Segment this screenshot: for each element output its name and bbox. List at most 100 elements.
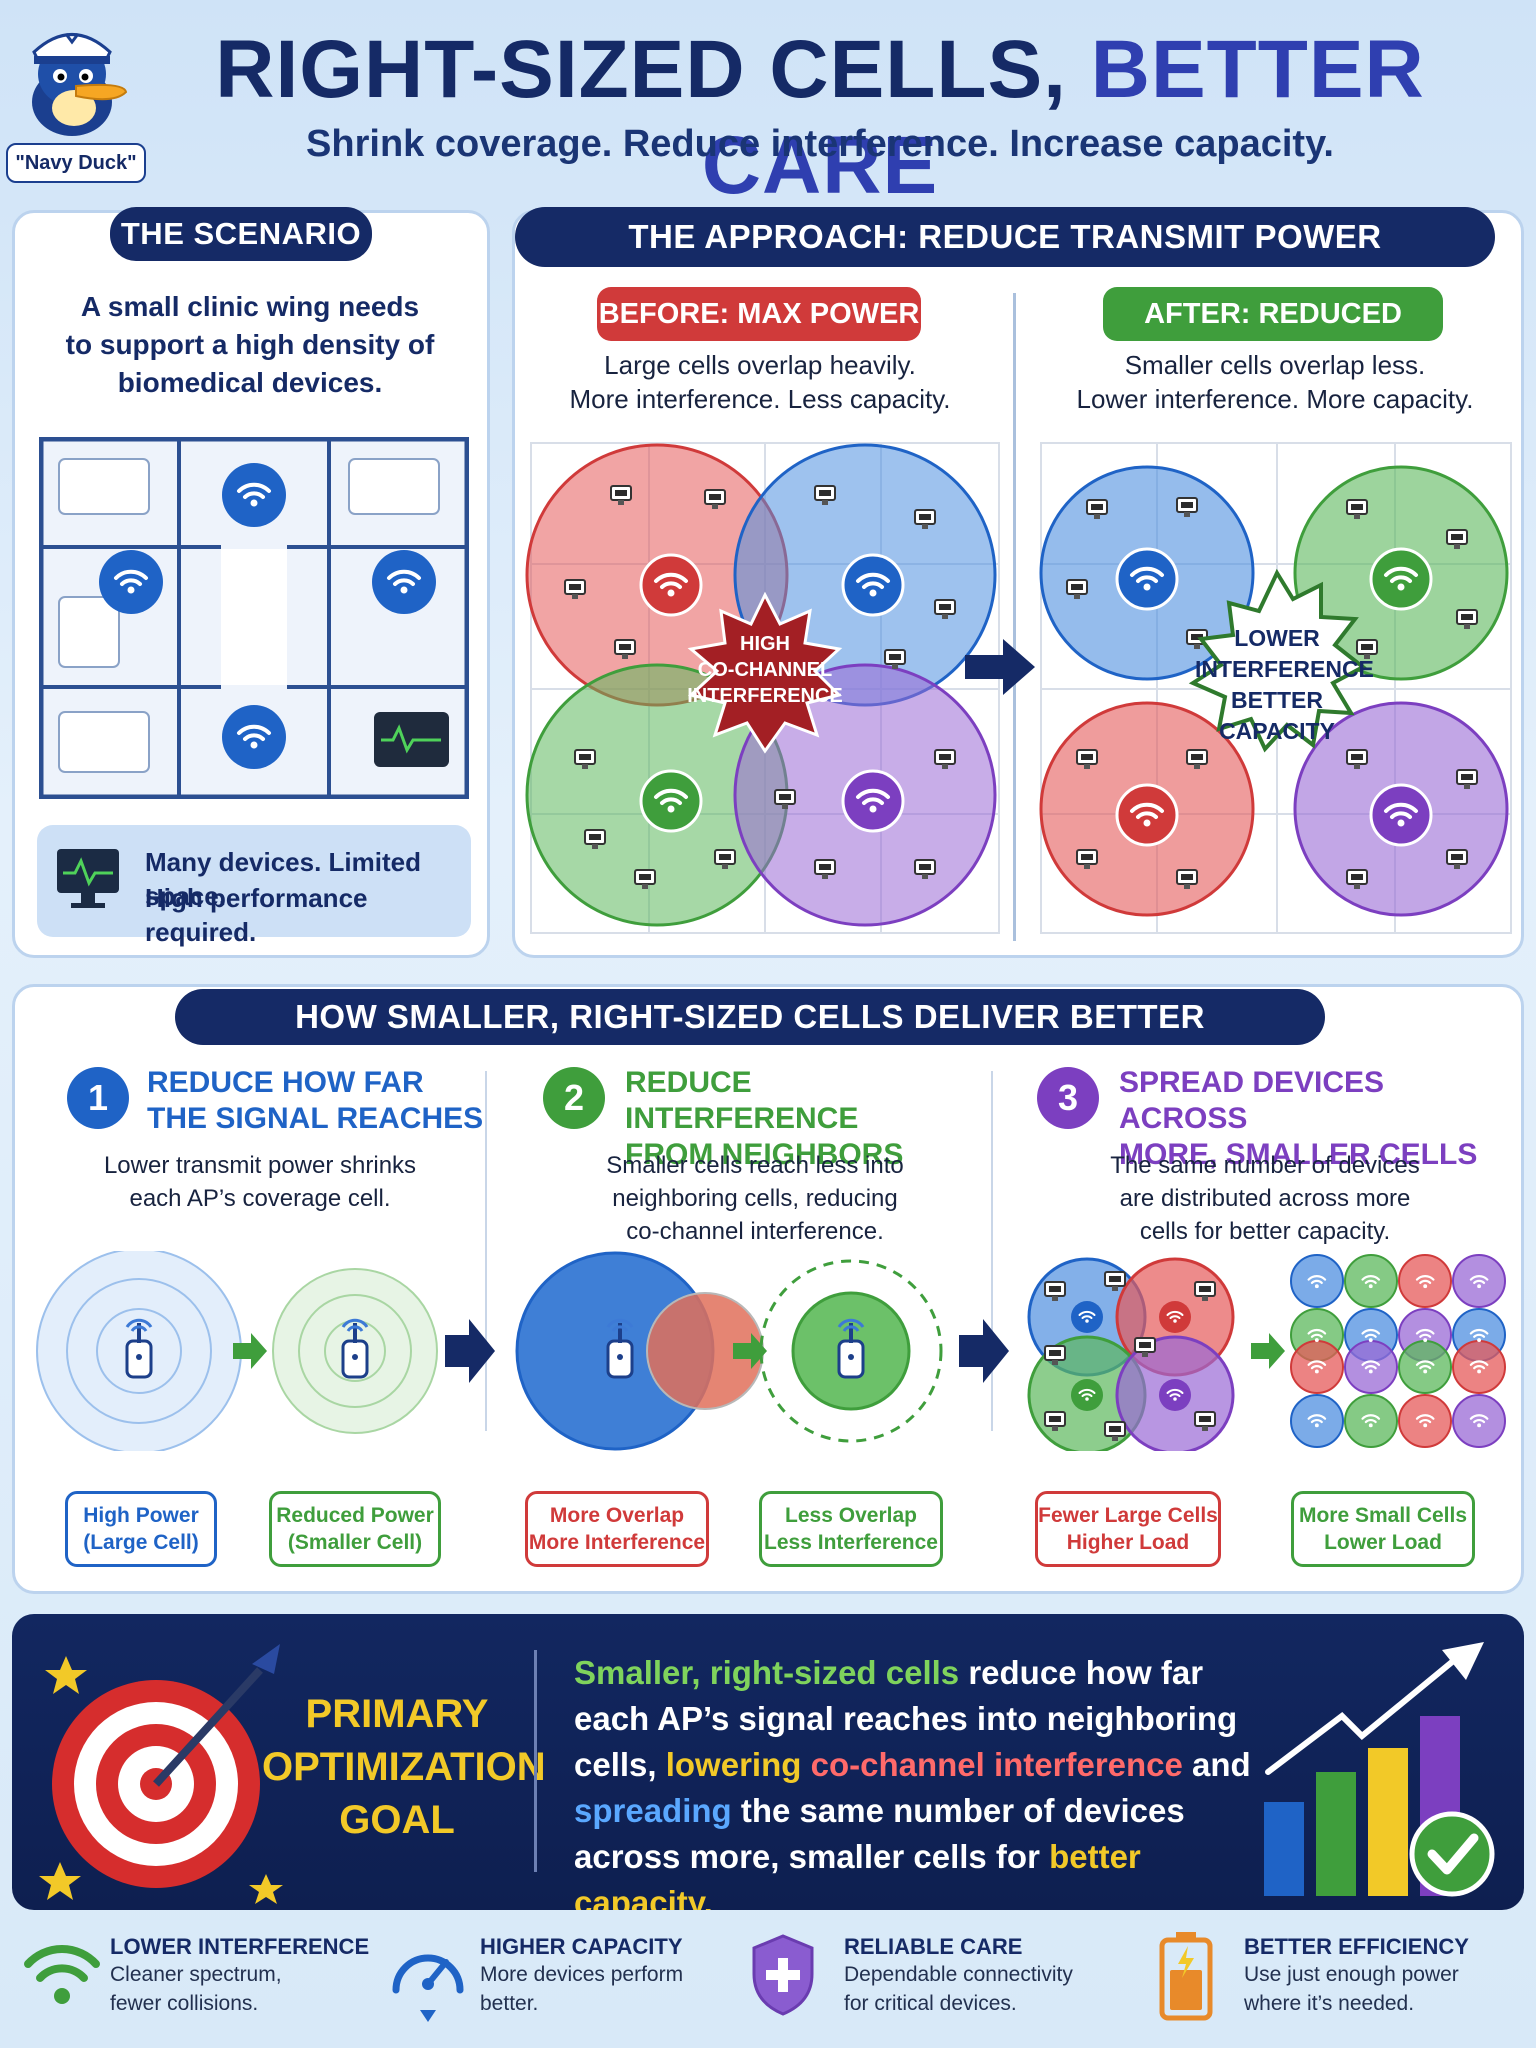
benefit-title: HIGHER CAPACITY [480, 1934, 683, 1959]
before-line2: More interference. Less capacity. [569, 384, 951, 414]
more-overlap-cells [515, 1251, 764, 1451]
scenario-note-line2: High performance required. [145, 883, 368, 947]
benefits-row: LOWER INTERFERENCE Cleaner spectrum, few… [0, 1920, 1536, 2048]
wifi-icon [222, 463, 286, 527]
step-divider [991, 1071, 993, 1431]
tag-high-power: High Power (Large Cell) [65, 1491, 217, 1567]
more-small-cells [1290, 1254, 1506, 1448]
tag-line: Fewer Large Cells [1038, 1504, 1218, 1527]
tag-fewer-large-cells: Fewer Large Cells Higher Load [1035, 1491, 1221, 1567]
burst-line2: CO-CHANNEL [697, 659, 833, 681]
performance-card: HOW SMALLER, RIGHT-SIZED CELLS DELIVER B… [12, 984, 1524, 1594]
wifi-icon [1071, 1379, 1103, 1411]
reduced-power-cell [272, 1268, 438, 1434]
step-title-line: FROM NEIGHBORS [625, 1138, 904, 1171]
tag-line: More Small Cells [1298, 1504, 1468, 1527]
goal-text: the same number of devices across more, … [574, 1792, 1185, 1875]
wifi-icon [1159, 1379, 1191, 1411]
performance-illustrations [36, 1251, 1506, 1451]
approach-card: THE APPROACH: REDUCE TRANSMIT POWER BEFO… [512, 207, 1524, 958]
approach-heading: THE APPROACH: REDUCE TRANSMIT POWER [515, 207, 1495, 267]
benefit-desc: better. [480, 1992, 539, 2015]
mascot-label: "Navy Duck" [6, 143, 146, 183]
wifi-icon [639, 769, 703, 833]
step-desc-line: each AP’s coverage cell. [129, 1185, 391, 1212]
benefit-item: BETTER EFFICIENCY Use just enough power … [1244, 1934, 1514, 2018]
before-diagram [525, 442, 1000, 934]
fewer-large-cells [1027, 1257, 1235, 1451]
scenario-note-line1: Many devices. Limited space. [145, 847, 421, 911]
wifi-icon [1115, 783, 1179, 847]
benefit-title: LOWER INTERFERENCE [110, 1934, 370, 1959]
burst-line3: INTERFERENCE [687, 685, 843, 707]
goal-highlight-yellow: better capacity. [574, 1838, 1141, 1910]
tag-line: Less Interference [764, 1531, 938, 1554]
benefit-title: BETTER EFFICIENCY [1244, 1934, 1469, 1959]
goal-highlight-green: Smaller, right-sized cells [574, 1654, 960, 1691]
step-desc: Smaller cells reach less into neighborin… [535, 1149, 975, 1248]
wifi-icon [1071, 1301, 1103, 1333]
goal-banner: PRIMARY OPTIMIZATION GOAL Smaller, right… [12, 1614, 1524, 1910]
tag-reduced-power: Reduced Power (Smaller Cell) [269, 1491, 441, 1567]
star-icon [39, 1862, 81, 1900]
wifi-icon [24, 1944, 100, 2004]
goal-divider [534, 1650, 537, 1872]
title-part2: BETTER CARE [701, 24, 1425, 211]
wifi-icon [841, 553, 905, 617]
before-label: BEFORE: MAX POWER [597, 287, 921, 341]
scenario-heading: THE SCENARIO [110, 207, 372, 261]
high-power-cell [36, 1251, 242, 1451]
tag-line: (Smaller Cell) [287, 1531, 423, 1554]
benefit-desc: where it’s needed. [1244, 1992, 1415, 2015]
title-part1: RIGHT-SIZED CELLS, [215, 24, 1067, 115]
step-desc-line: Smaller cells reach less into [606, 1152, 904, 1179]
benefit-item: HIGHER CAPACITY More devices perform bet… [480, 1934, 740, 2018]
goal-heading-line: PRIMARY [305, 1692, 489, 1736]
goal-statement: Smaller, right-sized cells reduce how fa… [574, 1650, 1274, 1910]
step-title: SPREAD DEVICES ACROSS MORE, SMALLER CELL… [1119, 1065, 1519, 1173]
arrow-right-icon [1251, 1333, 1285, 1369]
goal-highlight-blue: spreading [574, 1792, 732, 1829]
tag-line: More Overlap [549, 1504, 685, 1527]
wifi-icon [639, 553, 703, 617]
goal-text: reduce how far each AP’s signal reaches … [574, 1654, 1238, 1783]
step-title-line: REDUCE HOW FAR [147, 1066, 424, 1099]
step-desc-line: cells for better capacity. [1139, 1218, 1391, 1245]
tag-line: High Power [83, 1504, 199, 1527]
benefit-title: RELIABLE CARE [844, 1934, 1023, 1959]
tag-more-small-cells: More Small Cells Lower Load [1291, 1491, 1475, 1567]
benefit-desc: Dependable connectivity [844, 1963, 1073, 1986]
arrow-right-icon [965, 639, 1035, 695]
tag-more-overlap: More Overlap More Interference [525, 1491, 709, 1567]
step-title-line: REDUCE INTERFERENCE [625, 1066, 859, 1135]
burst-line1: LOWER [1234, 625, 1320, 651]
step-number: 3 [1037, 1067, 1099, 1129]
step-desc-line: Lower transmit power shrinks [103, 1152, 417, 1179]
benefit-desc: Use just enough power [1244, 1963, 1459, 1986]
goal-heading-line: GOAL [339, 1798, 455, 1842]
wifi-icon [1369, 547, 1433, 611]
step-desc-line: are distributed across more [1119, 1185, 1411, 1212]
goal-text: and [1182, 1746, 1251, 1783]
goal-highlight-yellow: lowering [665, 1746, 802, 1783]
step-desc: Lower transmit power shrinks each AP’s c… [55, 1149, 465, 1215]
wifi-icon [222, 705, 286, 769]
performance-heading: HOW SMALLER, RIGHT-SIZED CELLS DELIVER B… [175, 989, 1325, 1091]
step-desc-line: neighboring cells, reducing [612, 1185, 898, 1212]
tag-line: Lower Load [1324, 1531, 1442, 1554]
burst-line3: BETTER [1231, 687, 1323, 713]
goal-heading-line: OPTIMIZATION [262, 1745, 546, 1789]
arrow-right-icon [233, 1333, 267, 1369]
step-desc-line: The same number of devices [1110, 1152, 1420, 1179]
tag-line: (Large Cell) [83, 1531, 199, 1554]
benefit-desc: Cleaner spectrum, [110, 1963, 282, 1986]
shield-plus-icon [752, 1934, 814, 2016]
benefit-desc: fewer collisions. [110, 1992, 259, 2015]
wifi-icon [1159, 1301, 1191, 1333]
scenario-card: THE SCENARIO A small clinic wing needs t… [12, 207, 490, 958]
step-number: 1 [67, 1067, 129, 1129]
step-title-line: MORE, SMALLER CELLS [1119, 1138, 1478, 1171]
tag-line: More Interference [528, 1531, 706, 1554]
benefit-desc: More devices perform [480, 1963, 684, 1986]
wifi-icon [1369, 783, 1433, 847]
